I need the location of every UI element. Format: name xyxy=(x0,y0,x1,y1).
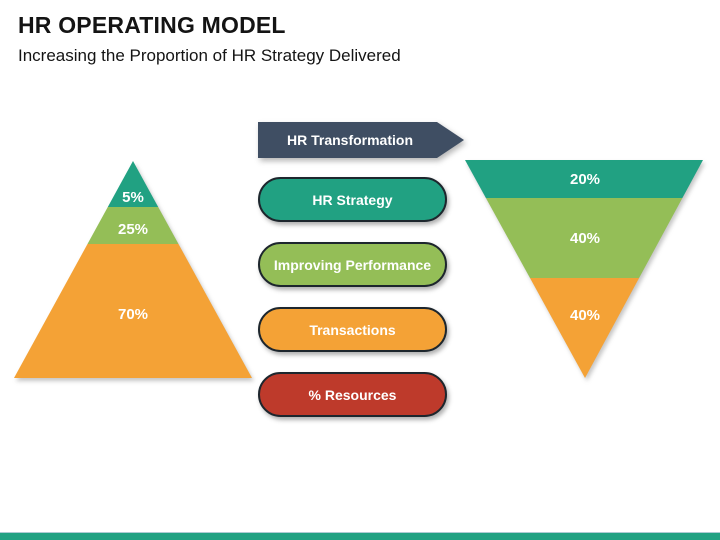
left-pyramid: 5% 25% 70% xyxy=(14,161,252,378)
right-pyramid-middle-segment xyxy=(485,198,683,278)
right-arrow-shape xyxy=(258,122,464,158)
legend-pill-label: HR Strategy xyxy=(312,191,393,208)
legend-pill-label: % Resources xyxy=(308,386,397,403)
legend-pill-resources: % Resources xyxy=(258,372,447,417)
page-subtitle: Increasing the Proportion of HR Strategy… xyxy=(18,46,401,65)
right-pyramid-top-value: 20% xyxy=(570,171,600,188)
left-pyramid-bottom-value: 70% xyxy=(118,306,148,323)
footer-accent-bar xyxy=(0,532,720,540)
legend-pill-hr-strategy: HR Strategy xyxy=(258,177,447,222)
left-pyramid-top-segment xyxy=(107,161,159,207)
right-pyramid-bottom-segment xyxy=(530,278,640,378)
page-title: HR OPERATING MODEL xyxy=(18,12,286,38)
legend-pill-label: Improving Performance xyxy=(273,256,432,273)
left-pyramid-middle-value: 25% xyxy=(118,221,148,238)
legend-pill-improving-performance: Improving Performance xyxy=(258,242,447,287)
right-pyramid-bottom-value: 40% xyxy=(570,307,600,324)
banner-label: HR Transformation xyxy=(287,132,413,148)
left-pyramid-top-value: 5% xyxy=(122,189,144,206)
hr-transformation-banner: HR Transformation xyxy=(258,122,464,158)
legend-pill-label: Transactions xyxy=(309,321,396,338)
left-pyramid-middle-segment xyxy=(87,207,179,244)
legend-pill-transactions: Transactions xyxy=(258,307,447,352)
left-pyramid-bottom-segment xyxy=(14,244,252,378)
right-pyramid-middle-value: 40% xyxy=(570,230,600,247)
right-pyramid-top-segment xyxy=(465,160,703,198)
right-inverted-pyramid: 20% 40% 40% xyxy=(465,160,703,378)
